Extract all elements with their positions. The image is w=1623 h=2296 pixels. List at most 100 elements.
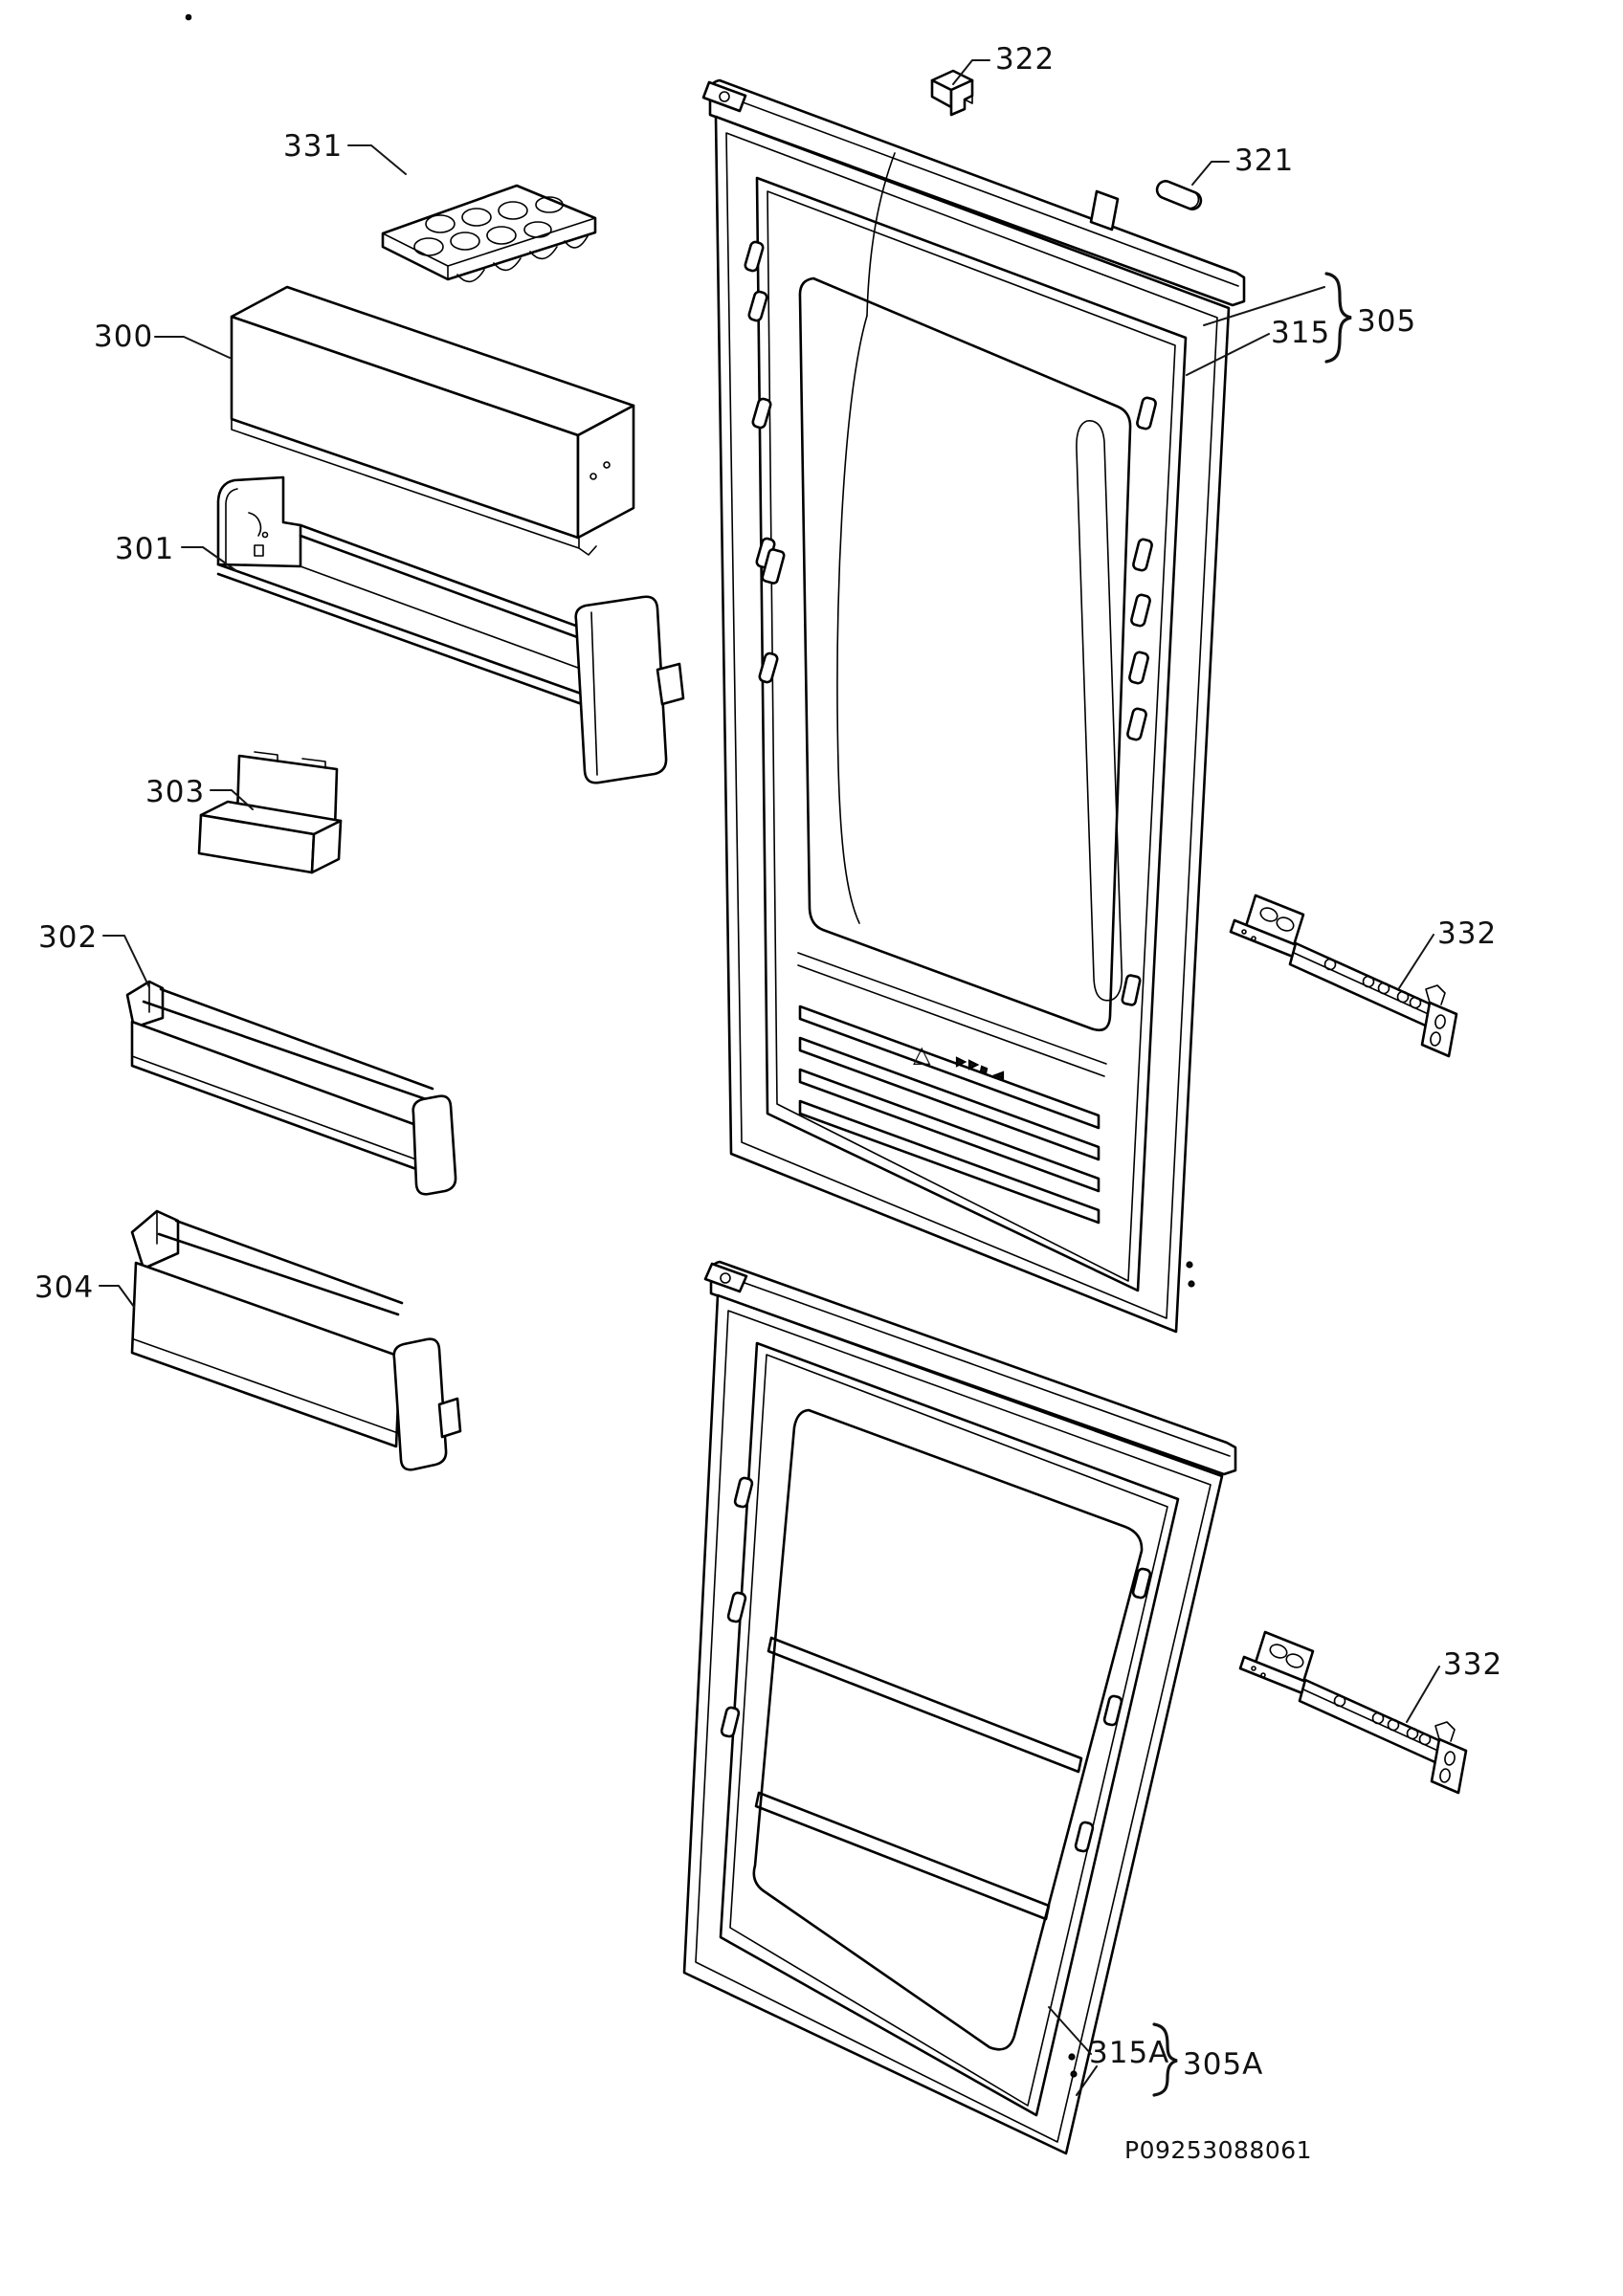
gasket-button (726, 1591, 747, 1623)
rail-hole (1409, 996, 1422, 1009)
rail-screw-holes (1323, 958, 1422, 1009)
gasket-button (720, 1706, 741, 1738)
leader-315 (1186, 333, 1270, 376)
freezer-gasket-outer (719, 1341, 1180, 2117)
egg-cup (461, 208, 492, 227)
rail-screw-hole (719, 91, 730, 102)
freezer-liner-rib-2 (754, 1791, 1051, 1921)
leader-303 (210, 789, 254, 810)
brace-305A (1152, 2022, 1178, 2097)
shelf-304-front-face (130, 1261, 402, 1448)
shelf-302-front-face (130, 1020, 429, 1175)
callout-332-upper: 332 (1437, 916, 1497, 951)
shelf-301-cap-inner (590, 611, 598, 776)
gasket-buttons-right (1126, 396, 1157, 741)
part-door-shelf-302 (125, 980, 457, 1196)
gasket-button (1126, 707, 1147, 741)
mold-marks (955, 1056, 1005, 1080)
shelf-304-front-rail (133, 1338, 399, 1434)
bracket-hole (1430, 1031, 1441, 1047)
refrigerator-door-assembly-305: △ (701, 78, 1246, 1334)
part-small-bin-303 (197, 751, 343, 874)
rail-hole (1323, 958, 1337, 971)
rail-body (1288, 941, 1437, 1029)
shelf-301-floor (300, 565, 579, 669)
door-outer-frame (714, 115, 1231, 1334)
shelf-302-left-cap (125, 980, 165, 1029)
gasket-button (1128, 651, 1149, 685)
freezer-outer-frame (682, 1293, 1224, 2155)
callout-321: 321 (1234, 144, 1294, 178)
egg-tray-scallops (456, 235, 589, 283)
egg-cup (523, 221, 552, 238)
rail-hole (1396, 990, 1410, 1004)
rail-strip-dot (1241, 929, 1247, 935)
gasket-buttons-left (744, 240, 779, 684)
callout-302: 302 (38, 920, 98, 955)
shelf-301-right-cap (574, 595, 668, 784)
rail-screw-hole (720, 1272, 731, 1284)
shelf-301-back-wall (299, 523, 614, 651)
shelf-301-crescent-mark (248, 512, 262, 537)
gasket-button (1102, 1694, 1123, 1727)
door-gasket-inner (767, 190, 1176, 1282)
door-latch-tab-right (1121, 974, 1142, 1006)
gasket-button (744, 240, 765, 273)
freezer-top-rail-inner (720, 1273, 1231, 1457)
egg-cup (535, 196, 564, 213)
shelf-301-cap-tab (656, 662, 685, 706)
leader-300 (154, 336, 231, 359)
gasket-button (733, 1476, 754, 1509)
brace-305 (1324, 272, 1352, 364)
pin-body (1155, 180, 1203, 210)
hinge-pin-dot (1186, 1261, 1193, 1269)
bin-303-tray-side (310, 819, 343, 874)
leader-332-lower (1406, 1666, 1440, 1723)
door-vent-slots (798, 1004, 1101, 1225)
part-cover-box-300 (230, 285, 635, 556)
gasket-button (1130, 593, 1151, 628)
callout-322: 322 (995, 42, 1055, 77)
shelf-304-cap-tab (437, 1397, 462, 1439)
door-latch-tab-left (761, 548, 786, 585)
callout-303: 303 (145, 775, 205, 809)
rail-plate-hole (1276, 916, 1295, 932)
freezer-door-assembly-305A (682, 1260, 1237, 2155)
freezer-rail-end-plate (703, 1262, 748, 1293)
gasket-button (1131, 1567, 1152, 1600)
door-gasket-outer (755, 176, 1188, 1292)
shelf-301-front-rail (216, 563, 586, 706)
rail-end-hook (1425, 984, 1446, 1005)
rail-hole (1362, 975, 1375, 988)
callout-305A: 305A (1183, 2047, 1263, 2082)
callout-331: 331 (283, 129, 343, 164)
rail-strip-dot (1251, 936, 1256, 941)
part-slide-rail-332-lower (1238, 1630, 1468, 1795)
door-frame-inner-edge (725, 132, 1218, 1319)
door-top-rail-end-plate (701, 80, 747, 113)
egg-cup (498, 201, 528, 220)
door-top-rail-inner (719, 93, 1239, 287)
recycling-triangle-icon: △ (913, 1041, 931, 1068)
leader-302 (102, 935, 150, 988)
shelf-301-dot (261, 531, 269, 539)
egg-tray-plate-folds (382, 217, 596, 280)
freezer-gasket-inner (729, 1354, 1168, 2107)
pin-end-cap (1188, 191, 1200, 210)
callout-332-lower: 332 (1443, 1647, 1502, 1682)
leader-322 (952, 59, 990, 85)
egg-cup (413, 237, 444, 256)
document-code: P09253088061 (1124, 2136, 1312, 2164)
door-liner-capsule (1076, 420, 1123, 1002)
leader-304 (99, 1285, 135, 1308)
hinge-pin-dot (1188, 1280, 1195, 1288)
bin-303-back-tabs (254, 751, 326, 769)
gasket-button (1074, 1821, 1095, 1853)
freezer-gasket-buttons (720, 1476, 1152, 1853)
hinge-pin-dot (1070, 2070, 1078, 2078)
door-liner-sill (797, 952, 1107, 1077)
leader-305A (1076, 2065, 1098, 2096)
shelf-304-back-edge (157, 1219, 404, 1316)
egg-cup (425, 214, 456, 233)
